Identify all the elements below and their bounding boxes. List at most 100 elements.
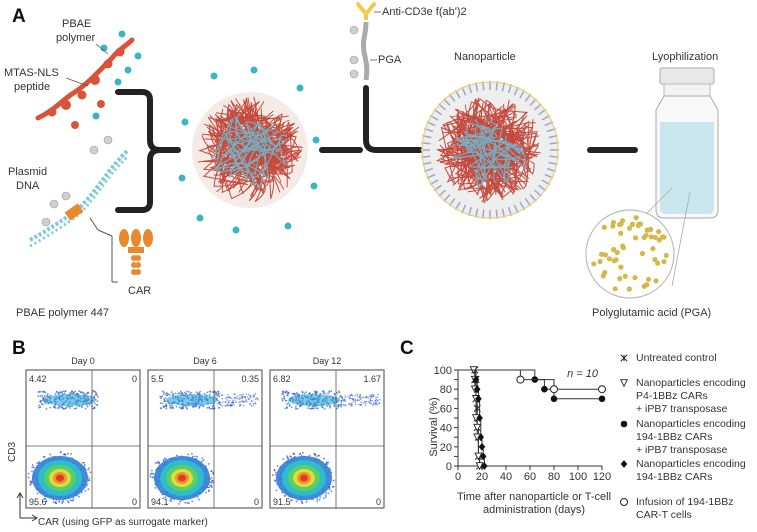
y-tick-label: 20 xyxy=(440,442,452,454)
y-tick-label: 60 xyxy=(440,403,452,415)
pbae-polymer-chain xyxy=(35,37,135,129)
series-4 xyxy=(458,369,606,394)
marker-circle-filled xyxy=(550,395,558,403)
x-tick-label: 0 xyxy=(455,471,461,483)
marker-diamond xyxy=(479,452,487,461)
marker-diamond xyxy=(475,394,482,403)
antibody-icon xyxy=(356,2,376,81)
y-tick-label: 40 xyxy=(440,423,452,435)
plasmid-dna xyxy=(29,148,130,248)
x-tick-label: 60 xyxy=(524,471,536,483)
quadrant-lr: 0 xyxy=(132,497,137,507)
quadrant-ul: 6.82 xyxy=(273,374,291,384)
quadrant-lr: 0 xyxy=(376,497,381,507)
marker-diamond xyxy=(620,460,628,468)
legend-label: Nanoparticles encoding xyxy=(636,458,746,470)
polyplex-particle xyxy=(192,92,308,208)
panel-a-letter: A xyxy=(12,6,26,27)
panel-a: A PBAE polymer MTAS-NLS peptide Pl xyxy=(4,2,719,319)
label-peptide: peptide xyxy=(14,81,50,93)
quadrant-ur: 1.67 xyxy=(363,374,381,384)
legend-label: CAR-T cells xyxy=(636,509,692,521)
marker-circle-open xyxy=(516,375,525,384)
marker-circle-open xyxy=(550,385,558,394)
n-label: n = 10 xyxy=(567,368,599,380)
marker-circle-filled xyxy=(541,385,548,393)
quadrant-ll: 94.1 xyxy=(151,497,169,507)
label-pbae: PBAE xyxy=(62,18,91,30)
series-3 xyxy=(458,369,488,470)
panel-b-letter: B xyxy=(12,338,26,359)
marker-x xyxy=(620,354,628,362)
marker-diamond xyxy=(472,375,480,384)
marker-triangle xyxy=(619,379,629,388)
quadrant-ur: 0.35 xyxy=(241,374,259,384)
label-lyophilization: Lyophilization xyxy=(652,51,718,63)
vial-icon xyxy=(655,67,719,219)
flow-axis-arrows xyxy=(16,492,38,522)
x-tick-label: 80 xyxy=(548,471,560,483)
label-pbae-447: PBAE polymer 447 xyxy=(16,307,109,319)
marker-circle-filled xyxy=(598,395,606,403)
marker-diamond xyxy=(473,385,481,394)
axis-label-car: CAR (using GFP as surrogate marker) xyxy=(38,517,208,528)
label-car: CAR xyxy=(128,285,151,297)
negative-charges-dna xyxy=(41,135,113,227)
marker-diamond xyxy=(481,462,488,470)
axis-label-cd3: CD3 xyxy=(7,442,18,462)
marker-circle-open xyxy=(598,385,606,394)
x-tick-label: 120 xyxy=(593,471,611,483)
marker-diamond xyxy=(476,414,483,422)
quadrant-ll: 95.6 xyxy=(29,497,47,507)
flow-plot-title: Day 6 xyxy=(193,356,217,366)
panel-b: B CD3 CAR (using GFP as surrogate marker… xyxy=(7,338,385,528)
series-line xyxy=(458,369,602,390)
n-label-bg xyxy=(562,368,602,380)
label-pga-full: Polyglutamic acid (PGA) xyxy=(592,307,711,319)
label-antibody: Anti-CD3e f(ab')2 xyxy=(382,6,467,18)
positive-charges-polymer xyxy=(92,30,142,120)
quadrant-ll: 91.5 xyxy=(273,497,291,507)
legend-label: + iPB7 transposase xyxy=(636,444,728,456)
x-tick-label: 100 xyxy=(569,471,587,483)
y-tick-label: 100 xyxy=(434,365,452,377)
legend-label: Untreated control xyxy=(636,352,717,364)
label-plasmid: Plasmid xyxy=(8,166,47,178)
x-tick-label: 40 xyxy=(500,471,512,483)
legend-label: Nanoparticles encoding xyxy=(636,377,746,389)
flow-plot-title: Day 0 xyxy=(71,356,95,366)
marker-triangle xyxy=(473,423,482,432)
marker-diamond xyxy=(478,442,486,451)
pga-particle-zoom xyxy=(585,209,675,299)
legend-label: Nanoparticles encoding xyxy=(636,418,746,430)
marker-circle-open xyxy=(620,498,628,506)
quadrant-ul: 4.42 xyxy=(29,374,47,384)
flow-plot-2: Day 12 6.82 1.67 91.5 0 xyxy=(269,356,385,509)
label-polymer: polymer xyxy=(56,32,95,44)
panel-c: C Survival (%) 0 20 40 60 80 100 120 0 20 40 60 80 1… xyxy=(400,338,746,521)
legend-label: 194-1BBz CARs xyxy=(636,431,712,443)
polyplex-charges xyxy=(178,66,320,234)
flow-plot-title: Day 12 xyxy=(313,356,342,366)
legend-label: 194-1BBz CARs xyxy=(636,471,712,483)
y-tick-label: 0 xyxy=(446,461,452,473)
legend-label: Infusion of 194-1BBz xyxy=(636,496,733,508)
legend-label: + iPB7 transposase xyxy=(636,403,728,415)
x-axis-label-line2: administration (days) xyxy=(483,504,585,516)
quadrant-ul: 5.5 xyxy=(151,374,164,384)
car-receptor-icon xyxy=(119,229,153,275)
y-tick-label: 80 xyxy=(440,384,452,396)
x-tick-label: 20 xyxy=(476,471,488,483)
marker-circle-filled xyxy=(620,420,628,428)
legend-label: P4-1BBz CARs xyxy=(636,390,708,402)
y-axis-label: Survival (%) xyxy=(428,397,440,456)
label-mtas-nls: MTAS-NLS xyxy=(4,67,59,79)
panel-c-letter: C xyxy=(400,338,414,359)
